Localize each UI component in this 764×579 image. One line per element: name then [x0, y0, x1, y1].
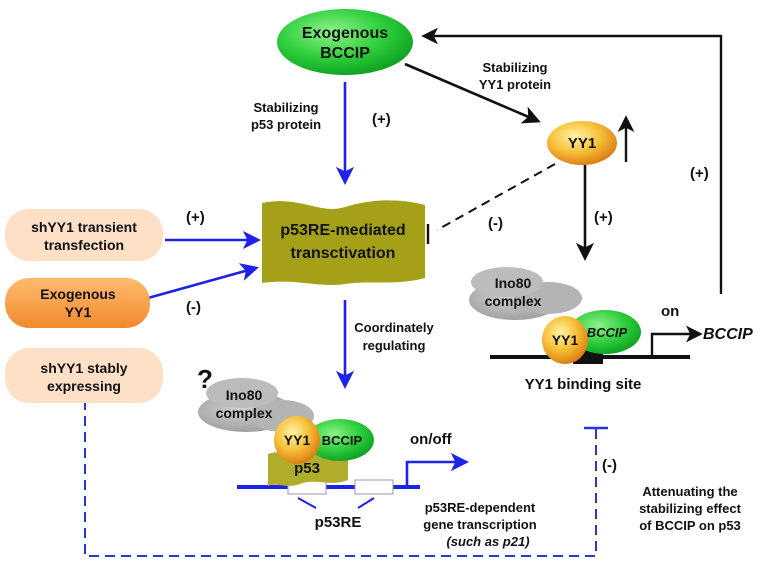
coord-line2: regulating — [363, 338, 426, 353]
minus-exo-label: (-) — [186, 299, 201, 316]
shyy1-stably-line2: expressing — [47, 378, 121, 394]
on-off-label: on/off — [410, 431, 453, 448]
on-label: on — [661, 303, 679, 320]
exo-bccip-line1: Exogenous — [302, 25, 388, 42]
banner-line2: transctivation — [291, 245, 396, 262]
such-as-p21-label: (such as p21) — [446, 534, 529, 549]
edge-bccip-to-yy1 — [404, 62, 541, 124]
yy1-node-label: YY1 — [568, 135, 596, 152]
banner-line1: p53RE-mediated — [280, 222, 405, 239]
p53re-dependent-line1: p53RE-dependent — [425, 500, 536, 515]
ino80-right-line2: complex — [485, 293, 542, 309]
coord-line1: Coordinately — [354, 320, 434, 335]
p53re-banner — [262, 200, 425, 285]
attenuating-line1: Attenuating the — [642, 484, 737, 499]
p53re-label: p53RE — [315, 514, 362, 531]
plus-feedback-label: (+) — [690, 165, 709, 182]
p53re-pointer-1 — [297, 497, 317, 509]
question-mark: ? — [197, 364, 213, 394]
shyy1-stably-line1: shYY1 stably — [40, 360, 127, 376]
p53re-site-2 — [354, 479, 394, 495]
ino80-bottom-line1: Ino80 — [226, 387, 263, 403]
ino80-bottom-cloud-c — [206, 378, 278, 408]
stab-yy1-line2: YY1 protein — [479, 77, 551, 92]
ino80-right-cloud-c — [471, 267, 543, 297]
yy1-right-complex — [542, 316, 588, 364]
minus-attenuate-label: (-) — [602, 457, 617, 474]
ino80-right-line1: Ino80 — [495, 275, 532, 291]
tss-arrow-right — [650, 325, 703, 357]
exo-yy1-box — [5, 278, 150, 328]
edge-yy1-inhibit-dashed — [436, 163, 556, 231]
stab-p53-line1: Stabilizing — [254, 100, 319, 115]
p53re-dependent-line2: gene transcription — [423, 517, 536, 532]
minus-dashed-label: (-) — [488, 215, 503, 232]
bccip-bottom-label: BCCIP — [322, 433, 363, 448]
shyy1-transient-line1: shYY1 transient — [31, 219, 137, 235]
shyy1-stably-box — [5, 348, 163, 403]
ino80-bottom-line2: complex — [216, 405, 273, 421]
p53re-pointer-2 — [357, 497, 375, 509]
shyy1-transient-box — [5, 209, 163, 261]
bccip-gene-label: BCCIP — [703, 326, 753, 343]
edge-feedback-loop — [421, 27, 723, 294]
shyy1-transient-line2: transfection — [44, 237, 124, 253]
yy1-node — [547, 121, 617, 165]
yy1-right-complex-label: YY1 — [552, 332, 579, 348]
tss-arrow-bottom — [405, 452, 470, 487]
bccip-bottom-node — [306, 419, 374, 461]
exo-bccip-node — [277, 9, 413, 75]
stab-p53-line2: p53 protein — [251, 117, 321, 132]
attenuating-line3: of BCCIP on p53 — [639, 518, 741, 533]
p53-label: p53 — [294, 460, 320, 477]
edge-exoyy1-to-banner — [147, 263, 259, 300]
yy1-bottom-label: YY1 — [284, 432, 311, 448]
exo-bccip-line2: BCCIP — [320, 45, 370, 62]
plus-shyy1-label: (+) — [186, 209, 205, 226]
plus-yy1-down-label: (+) — [594, 209, 613, 226]
yy1-bottom-node — [274, 416, 320, 464]
stab-yy1-line1: Stabilizing — [483, 60, 548, 75]
bccip-right-label: BCCIP — [587, 325, 628, 340]
plus-p53-label: (+) — [372, 111, 391, 128]
exo-yy1-line2: YY1 — [65, 304, 92, 320]
yy1-binding-site-label: YY1 binding site — [525, 376, 642, 393]
attenuating-line2: stabilizing effect — [639, 501, 742, 516]
exo-yy1-line1: Exogenous — [40, 286, 116, 302]
